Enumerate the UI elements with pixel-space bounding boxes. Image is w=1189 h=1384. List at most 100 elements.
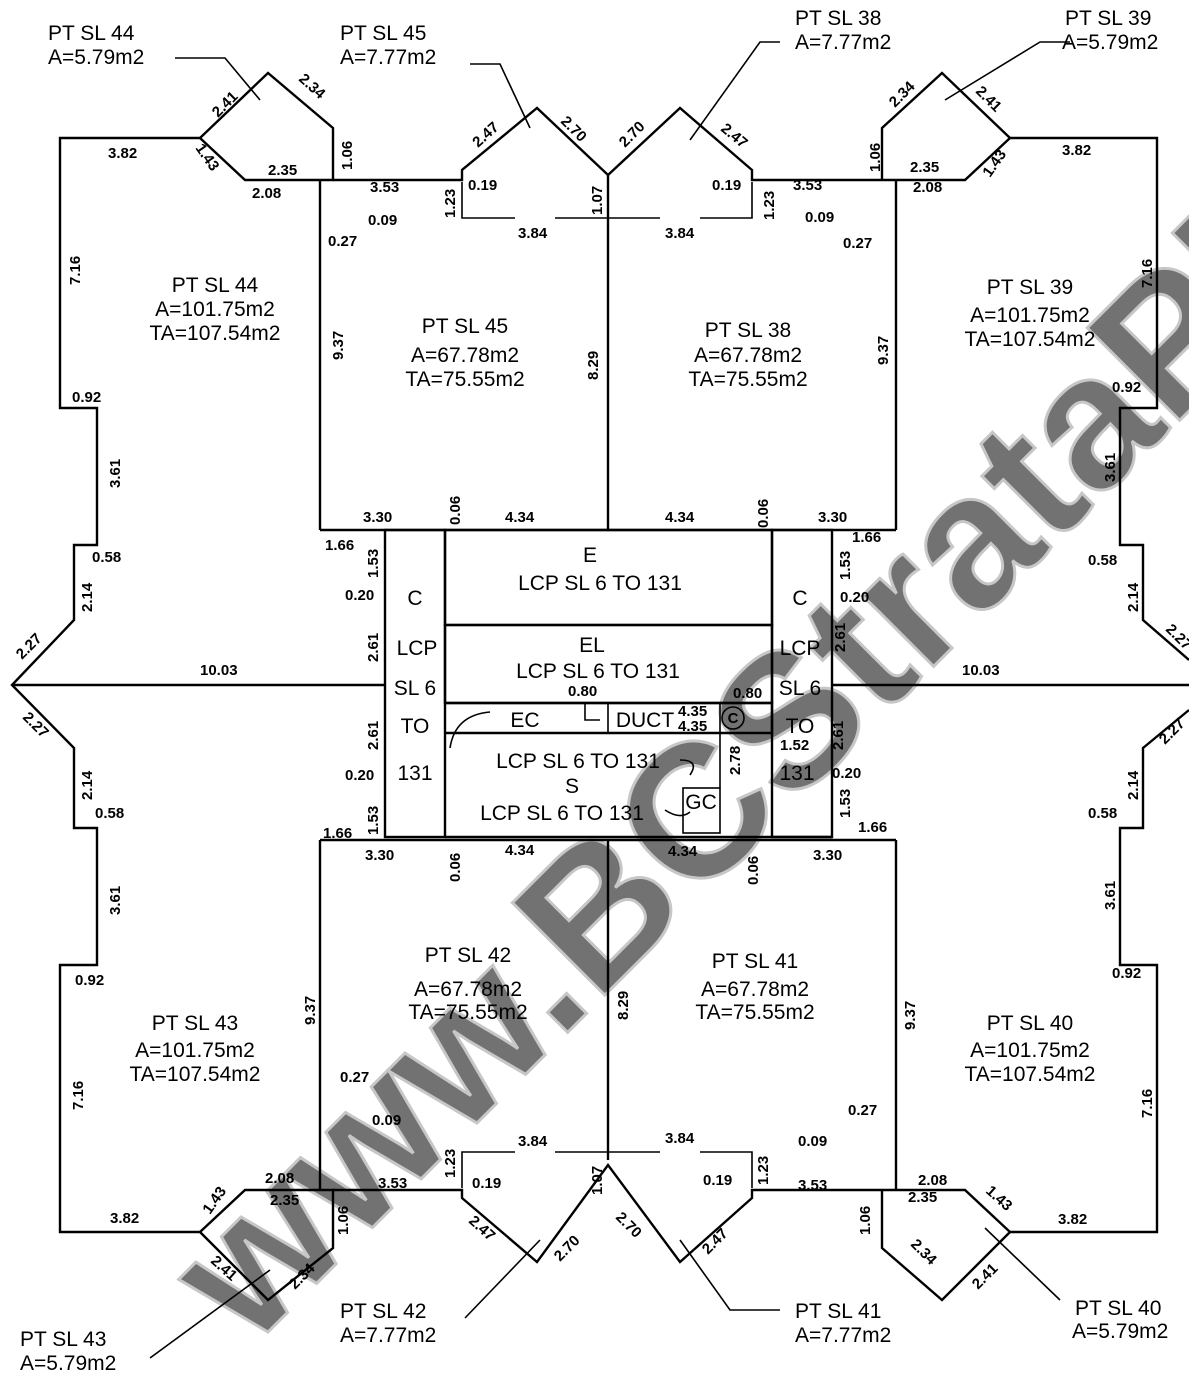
corridor-sl-left: SL 6 xyxy=(394,677,436,700)
dim-label: 9.37 xyxy=(330,331,347,360)
dim-label: 2.14 xyxy=(79,582,96,612)
lcp-label-stair: LCP SL 6 TO 131 xyxy=(480,802,644,825)
dim-label: 2.27 xyxy=(1156,715,1189,748)
dim-label: 2.35 xyxy=(268,162,297,179)
lot-sl41: PT SL 41 A=67.78m2 TA=75.55m2 xyxy=(695,950,814,1024)
corridor-sl-right: SL 6 xyxy=(779,677,821,700)
ec-label: EC xyxy=(510,709,539,732)
balcony-sl39: PT SL 39 A=5.79m2 xyxy=(1062,7,1158,54)
dim-label: 1.66 xyxy=(325,537,354,554)
dim-label: 0.06 xyxy=(447,853,464,882)
balcony-name: PT SL 44 xyxy=(48,22,135,45)
dim-label: 3.82 xyxy=(1058,1211,1087,1228)
lot-total-area: TA=75.55m2 xyxy=(405,368,524,391)
balcony-name: PT SL 40 xyxy=(1075,1297,1161,1320)
dim-label: 8.29 xyxy=(615,991,632,1020)
elevator-code: E xyxy=(583,544,597,567)
dim-label: 0.20 xyxy=(345,767,374,784)
dim-label: 0.19 xyxy=(468,177,497,194)
dim-label: 0.92 xyxy=(75,972,104,989)
dim-label: 1.66 xyxy=(858,819,887,836)
lot-area: A=67.78m2 xyxy=(701,978,809,1001)
dim-label: 0.58 xyxy=(95,805,124,822)
lot-total-area: TA=107.54m2 xyxy=(965,1063,1096,1086)
dim-label: 4.34 xyxy=(505,842,535,859)
corridor-code-left: C xyxy=(407,587,422,610)
dim-label: 1.52 xyxy=(780,737,809,754)
lot-name: PT SL 45 xyxy=(422,315,508,338)
dim-label: 0.92 xyxy=(1112,379,1141,396)
dim-label: 1.43 xyxy=(192,141,223,175)
lcp-label-stair-top: LCP SL 6 TO 131 xyxy=(496,750,660,773)
dim-label: 2.14 xyxy=(1125,582,1142,612)
lot-name: PT SL 42 xyxy=(425,944,511,967)
gc-label: GC xyxy=(685,791,717,814)
dim-label: 0.20 xyxy=(832,765,861,782)
dim-label: 9.37 xyxy=(875,336,892,365)
dim-label: 0.06 xyxy=(447,496,464,525)
dim-label: 1.07 xyxy=(589,186,606,215)
dim-label: 2.47 xyxy=(699,1225,732,1258)
lot-total-area: TA=75.55m2 xyxy=(688,368,807,391)
lot-total-area: TA=107.54m2 xyxy=(150,322,281,345)
dim-label: 2.35 xyxy=(908,1189,937,1206)
lot-area: A=67.78m2 xyxy=(411,344,519,367)
dim-label: 1.06 xyxy=(857,1206,874,1235)
dim-label: 3.61 xyxy=(1102,453,1119,482)
dim-label: 1.23 xyxy=(755,1156,772,1185)
dim-label: 7.16 xyxy=(70,1081,87,1110)
dim-label: 3.30 xyxy=(363,509,392,526)
lot-sl39: PT SL 39 A=101.75m2 TA=107.54m2 xyxy=(965,276,1096,351)
lot-area: A=101.75m2 xyxy=(970,304,1090,327)
copyright-mark: C xyxy=(728,710,739,727)
balcony-name: PT SL 43 xyxy=(20,1328,106,1351)
dim-label: 2.35 xyxy=(270,1192,299,1209)
dim-label: 3.30 xyxy=(818,509,847,526)
dim-label: 3.84 xyxy=(518,225,548,242)
dim-label: 2.14 xyxy=(1125,770,1142,800)
lcp-label-e: LCP SL 6 TO 131 xyxy=(518,572,682,595)
dim-label: 3.53 xyxy=(378,1175,407,1192)
dim-label: 0.27 xyxy=(848,1102,877,1119)
dim-label: 1.66 xyxy=(323,825,352,842)
dim-label: 7.16 xyxy=(1139,259,1156,288)
dim-label: 2.41 xyxy=(972,83,1005,116)
lot-name: PT SL 40 xyxy=(987,1012,1073,1035)
dim-label: 0.19 xyxy=(472,1175,501,1192)
duct-label: DUCT xyxy=(616,709,674,732)
dim-label: 3.30 xyxy=(813,847,842,864)
dim-label: 9.37 xyxy=(902,1001,919,1030)
balcony-area: A=7.77m2 xyxy=(795,1324,891,1347)
dim-label: 4.34 xyxy=(665,509,695,526)
dim-label: 0.92 xyxy=(1112,965,1141,982)
lot-total-area: TA=107.54m2 xyxy=(130,1063,261,1086)
dim-label: 2.08 xyxy=(265,1170,294,1187)
lot-name: PT SL 38 xyxy=(705,319,791,342)
dim-label: 3.82 xyxy=(1062,142,1091,159)
dim-label: 1.23 xyxy=(442,189,459,218)
dim-label: 3.53 xyxy=(370,179,399,196)
balcony-sl42: PT SL 42 A=7.77m2 xyxy=(340,1300,436,1347)
elevator-lobby-code: EL xyxy=(579,634,605,657)
dim-label: 2.70 xyxy=(612,1209,645,1242)
corridor-lcp-right: LCP xyxy=(780,637,821,660)
balcony-area: A=5.79m2 xyxy=(20,1352,116,1375)
balcony-sl41: PT SL 41 A=7.77m2 xyxy=(795,1300,891,1347)
dim-label: 2.08 xyxy=(252,185,281,202)
dim-label: 2.34 xyxy=(907,1236,940,1269)
dim-label: 0.27 xyxy=(328,233,357,250)
balcony-area: A=5.79m2 xyxy=(1062,31,1158,54)
dim-label: 0.58 xyxy=(92,549,121,566)
balcony-area: A=7.77m2 xyxy=(340,1324,436,1347)
dim-label: 2.61 xyxy=(830,721,847,750)
dim-label: 3.53 xyxy=(793,177,822,194)
dim-label: 3.61 xyxy=(1102,881,1119,910)
dim-label: 0.20 xyxy=(345,587,374,604)
lot-area: A=101.75m2 xyxy=(970,1039,1090,1062)
dim-label: 1.43 xyxy=(979,147,1010,181)
lot-total-area: TA=75.55m2 xyxy=(408,1001,527,1024)
dim-label: 2.47 xyxy=(465,1212,498,1244)
dim-label: 2.78 xyxy=(727,746,744,775)
dim-label: 2.70 xyxy=(557,113,590,146)
dim-label: 4.35 xyxy=(678,703,707,720)
